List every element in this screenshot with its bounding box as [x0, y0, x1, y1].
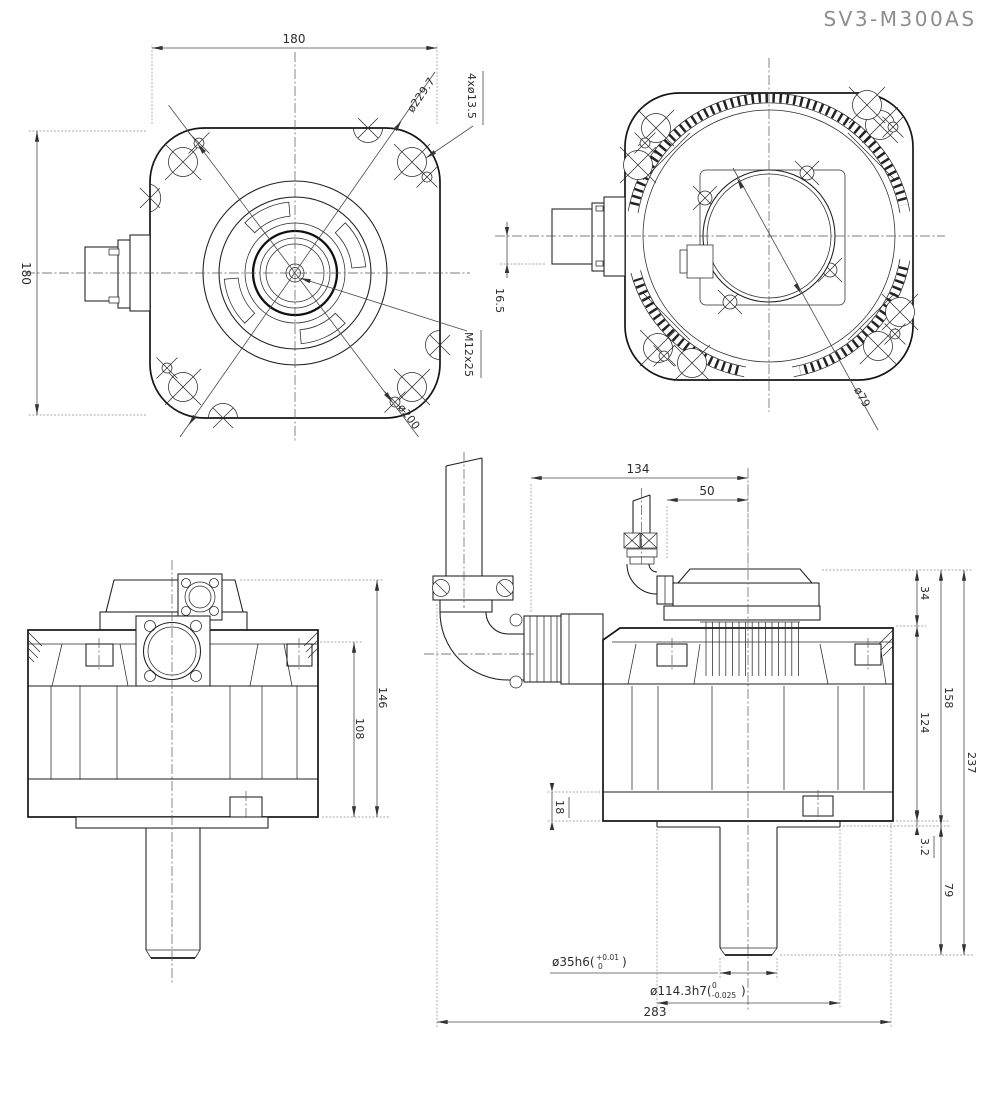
dim-bolt-circle: ø229.7 [405, 75, 438, 115]
dim-front-width: 180 [283, 32, 306, 46]
dim-box-height: 34 [918, 586, 931, 600]
dim-top-to-base: 146 [376, 687, 389, 709]
dim-shaft-dia-close: ) [622, 955, 627, 969]
dim-shaft-length: 79 [942, 883, 955, 897]
dim-corner-holes: 4xø13.5 [465, 73, 478, 119]
dim-spigot-dia-tol-upper: 0 [712, 981, 717, 990]
dim-gland-to-center: 50 [699, 484, 714, 498]
dim-spigot-depth: 3.2 [918, 838, 931, 856]
dim-upper-height: 158 [942, 687, 955, 709]
dim-cable-to-center: 134 [627, 462, 650, 476]
dim-overall-width: 283 [644, 1005, 667, 1019]
dim-flange-thickness: 18 [553, 800, 566, 814]
dim-total-height: 237 [965, 752, 978, 774]
dim-shaft-dia-tol-lower: 0 [598, 962, 603, 971]
cable-side-view: 134 50 34 124 3.2 158 79 237 18 ø35h6( +… [424, 452, 978, 1028]
dim-hub: ø79 [851, 385, 873, 410]
dim-front-height: 180 [19, 262, 33, 285]
dim-center-thread: M12x25 [462, 332, 475, 377]
front-flange-view: 180 180 ø229.7 ø200 M12x25 4xø13.5 [19, 32, 484, 442]
dim-spigot-dia: ø114.3h7( [650, 984, 712, 998]
dim-spigot-dia-tol-lower: -0.025 [712, 991, 736, 1000]
side-view: 108 146 [27, 560, 390, 985]
dim-body-height: 124 [918, 712, 931, 734]
dim-connector-offset: 16.5 [493, 288, 506, 313]
dim-shaft-dia-tol-upper: +0.01 [596, 953, 619, 962]
dim-spigot-dia-close: ) [741, 984, 746, 998]
drawing-title: SV3-M300AS [823, 7, 976, 31]
rear-view: 16.5 ø79 [493, 58, 945, 431]
dim-shaft-dia: ø35h6( [552, 955, 595, 969]
dim-flange-to-base: 108 [353, 718, 366, 740]
